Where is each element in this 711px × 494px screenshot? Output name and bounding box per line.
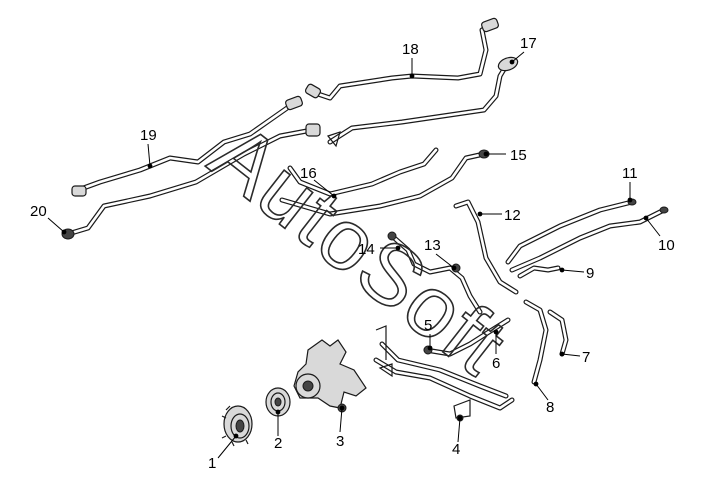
callout-label-17: 17 — [520, 35, 537, 52]
callout-dot-10 — [643, 215, 649, 221]
callout-label-9: 9 — [586, 265, 594, 282]
callout-label-15: 15 — [510, 147, 527, 164]
callout-dot-20 — [61, 229, 67, 235]
callout-label-8: 8 — [546, 399, 554, 416]
callout-leaders — [47, 51, 661, 459]
callout-label-7: 7 — [582, 349, 590, 366]
callout-label-18: 18 — [402, 41, 419, 58]
callout-label-10: 10 — [658, 237, 675, 254]
callout-leader-4 — [457, 417, 461, 443]
callout-label-1: 1 — [208, 455, 216, 472]
callout-label-14: 14 — [358, 241, 375, 258]
callout-dot-2 — [275, 409, 281, 415]
callout-dot-5 — [427, 345, 433, 351]
pipe-19 — [71, 95, 303, 197]
callout-leader-16 — [313, 179, 335, 197]
pipe-17 — [326, 56, 519, 148]
callout-leader-1 — [217, 435, 237, 459]
callout-dot-14 — [395, 245, 401, 251]
callout-leader-17 — [511, 51, 525, 63]
callout-label-3: 3 — [336, 433, 344, 450]
pipe-18 — [304, 17, 499, 101]
callout-leader-13 — [435, 253, 455, 269]
callout-label-11: 11 — [622, 165, 638, 182]
callout-label-12: 12 — [504, 207, 521, 224]
hose-9 — [517, 265, 561, 279]
callout-dot-1 — [233, 433, 239, 439]
callout-leader-8 — [535, 383, 549, 401]
callout-label-4: 4 — [452, 441, 460, 458]
callout-label-16: 16 — [300, 165, 317, 182]
pipe-12 — [453, 199, 519, 295]
callout-dot-6 — [493, 329, 499, 335]
callout-label-19: 19 — [140, 127, 157, 144]
hoses-7-8 — [523, 299, 569, 385]
callout-label-20: 20 — [30, 203, 47, 220]
bracket-4 — [373, 325, 515, 422]
callout-leader-19 — [147, 143, 151, 167]
callout-leader-7 — [561, 353, 581, 357]
pipes-10-11 — [505, 198, 669, 273]
pulley-1 — [221, 405, 253, 447]
callout-label-6: 6 — [492, 355, 500, 372]
callout-dot-9 — [559, 267, 565, 273]
callout-dot-4 — [457, 415, 463, 421]
callout-leader-3 — [339, 407, 343, 433]
callout-dot-3 — [339, 405, 345, 411]
callout-leader-10 — [645, 217, 661, 237]
callout-leader-9 — [561, 269, 585, 273]
seal-2 — [265, 387, 291, 417]
callout-dot-19 — [147, 163, 153, 169]
callout-dot-8 — [533, 381, 539, 387]
callout-label-13: 13 — [424, 237, 441, 254]
callout-dot-7 — [559, 351, 565, 357]
callout-dot-13 — [451, 265, 457, 271]
callout-label-2: 2 — [274, 435, 282, 452]
callout-dot-15 — [483, 151, 489, 157]
callout-dot-16 — [331, 193, 337, 199]
callout-dot-12 — [477, 211, 483, 217]
callout-label-5: 5 — [424, 317, 432, 334]
callout-dot-11 — [627, 197, 633, 203]
pump-housing-3 — [293, 339, 367, 413]
callout-dot-18 — [409, 73, 415, 79]
callout-leader-20 — [47, 217, 65, 233]
hose-5-6 — [423, 317, 511, 357]
callout-dot-17 — [509, 59, 515, 65]
